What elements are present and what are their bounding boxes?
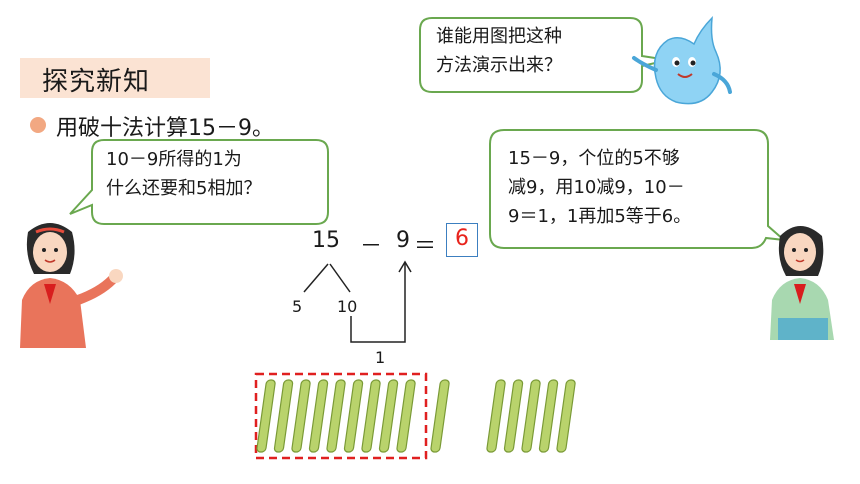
bundled-stick — [308, 379, 329, 453]
task-text: 用破十法计算15－9。 — [56, 116, 274, 141]
bullet-dot — [30, 117, 46, 133]
bundled-stick — [361, 379, 381, 453]
mascot-speech-bubble — [419, 17, 669, 93]
loose-stick — [521, 379, 541, 453]
explanation-line-3: 9＝1，1再加5等于6。 — [508, 206, 692, 227]
bundled-stick — [273, 379, 294, 453]
mascot-question-line-2: 方法演示出来？ — [436, 55, 562, 76]
loose-stick — [556, 379, 576, 453]
bundled-stick — [378, 379, 399, 453]
single-stick — [430, 379, 450, 453]
explanation-line-1: 15－9，个位的5不够 — [508, 148, 680, 169]
decomposition-lines — [303, 260, 412, 343]
mascot-question: 谁能用图把这种 方法演示出来？ — [436, 22, 616, 80]
water-drop-mascot — [632, 16, 732, 105]
explanation-line-2: 减9，用10减9，10－ — [508, 177, 685, 198]
mascot-question-line-1: 谁能用图把这种 — [436, 26, 562, 47]
girl-left-question-line-2: 什么还要和5相加？ — [106, 178, 262, 199]
bundled-stick — [291, 379, 311, 453]
girl-left-question: 10－9所得的1为 什么还要和5相加？ — [106, 145, 316, 203]
section-title: 探究新知 — [42, 67, 151, 97]
bundled-stick — [343, 379, 364, 453]
difference-1: 1 — [375, 348, 386, 367]
girl-right-illustration — [770, 226, 834, 340]
equals-sign: ＝ — [414, 234, 437, 259]
counting-sticks — [256, 379, 576, 453]
girl-left-question-line-1: 10－9所得的1为 — [106, 149, 242, 170]
minuend: 15 — [312, 228, 340, 253]
girl-right-speech-bubble — [489, 129, 788, 249]
answer-box — [446, 223, 478, 257]
section-title-background — [20, 58, 210, 98]
girl-left-illustration — [20, 223, 123, 348]
bundled-stick — [256, 379, 276, 453]
bundled-stick — [396, 379, 416, 453]
answer-value: 6 — [455, 226, 469, 251]
loose-stick — [538, 379, 559, 453]
ten-stick-bundle-frame — [254, 372, 428, 460]
minus-sign: － — [360, 234, 383, 259]
girl-right-explanation: 15－9，个位的5不够 减9，用10减9，10－ 9＝1，1再加5等于6。 — [508, 144, 748, 231]
loose-stick — [486, 379, 506, 453]
loose-stick — [503, 379, 524, 453]
split-part-10: 10 — [337, 297, 358, 316]
girl-left-speech-bubble — [69, 139, 329, 225]
split-part-5: 5 — [292, 297, 303, 316]
bundled-stick — [326, 379, 346, 453]
subtrahend: 9 — [396, 228, 410, 253]
